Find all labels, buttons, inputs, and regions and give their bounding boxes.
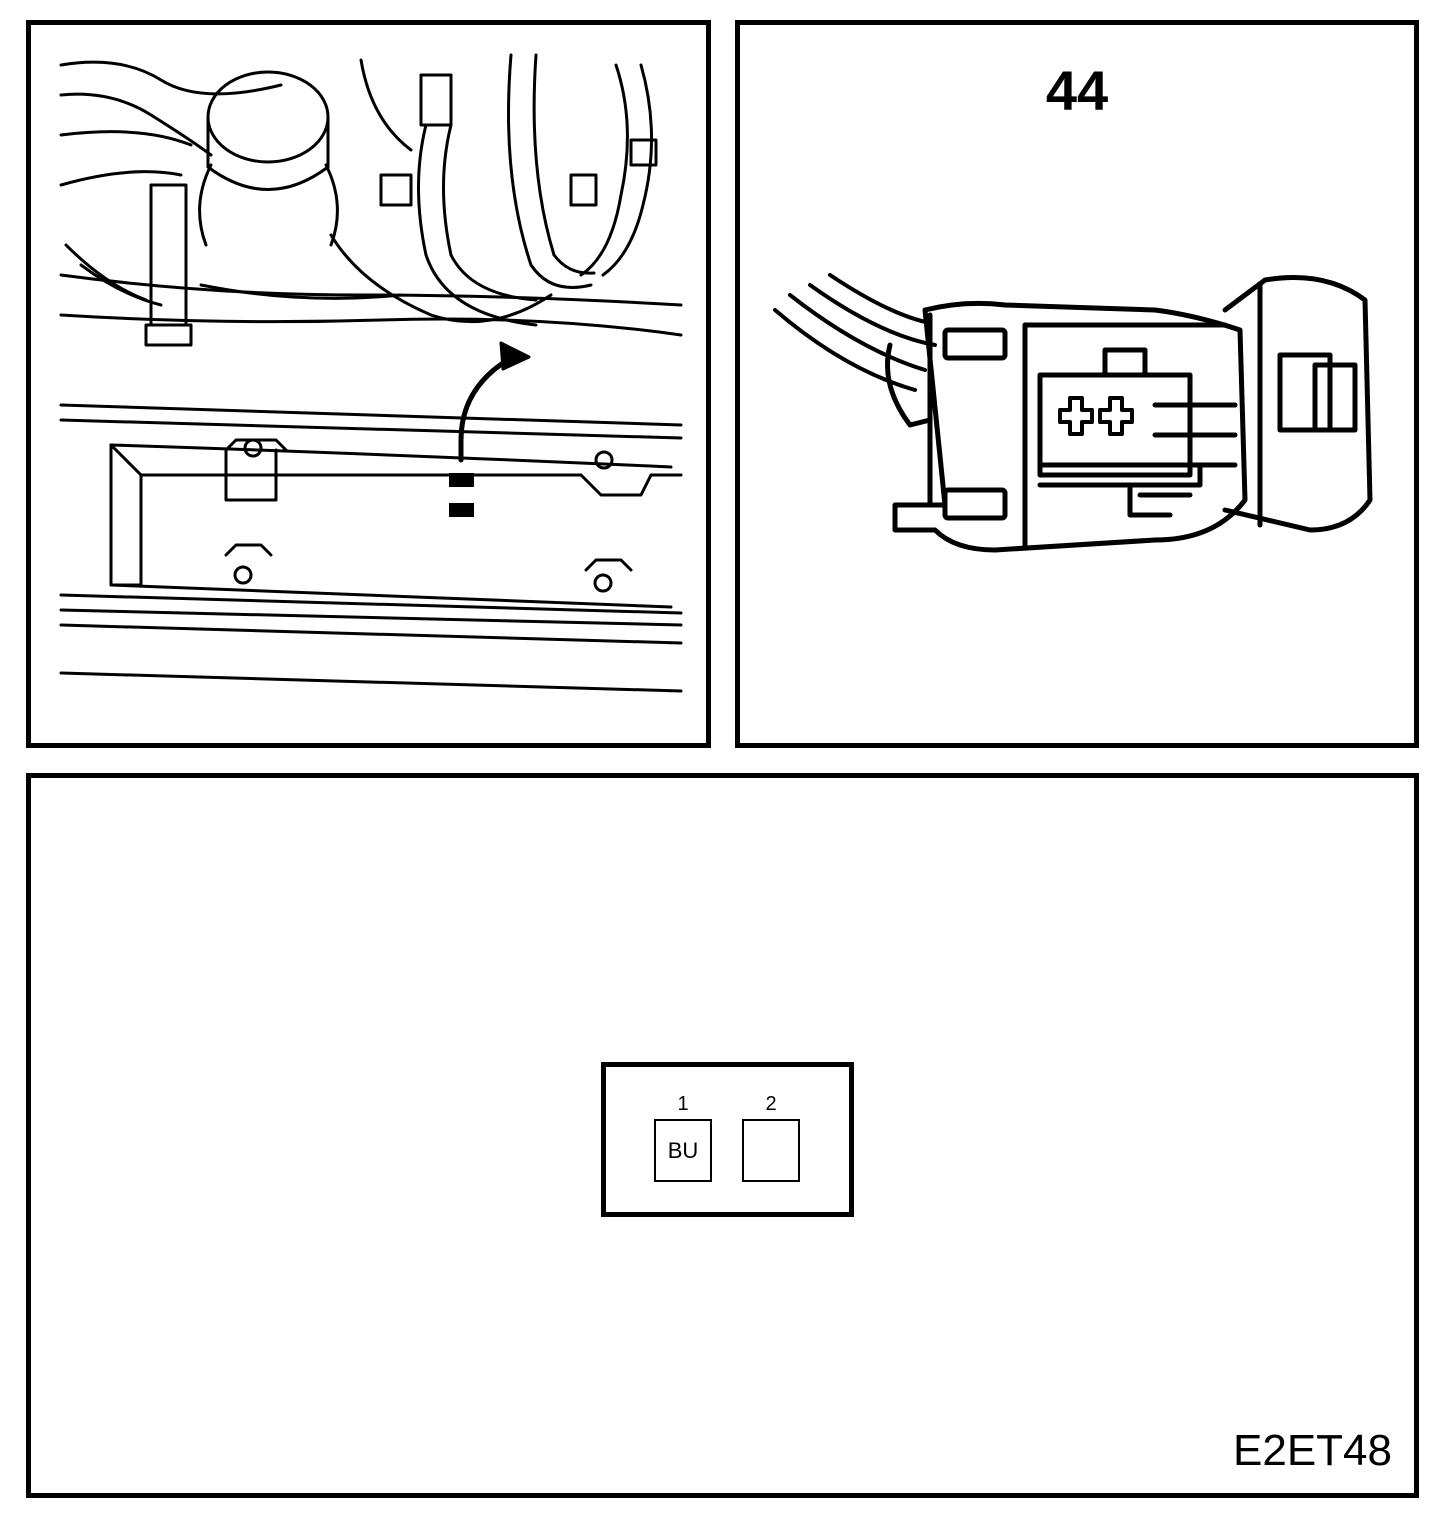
pin-color-code-1: BU — [667, 1137, 699, 1163]
pin-cavity-1: BU — [654, 1119, 712, 1182]
pin-number-2: 2 — [765, 1093, 777, 1115]
pinout-panel: 1 2 BU E2ET48 — [26, 773, 1419, 1498]
connector-number: 44 — [1045, 59, 1109, 122]
engine-bay-illustration — [59, 53, 683, 693]
drawing-code: E2ET48 — [1233, 1426, 1392, 1475]
connector-pinout: 1 2 BU — [601, 1062, 854, 1217]
connector-drawing-panel: 44 — [735, 20, 1419, 748]
pin-cavity-2 — [742, 1119, 800, 1182]
location-drawing-panel — [26, 20, 711, 748]
pin-number-1: 1 — [677, 1093, 689, 1115]
connector-illustration — [773, 273, 1373, 553]
